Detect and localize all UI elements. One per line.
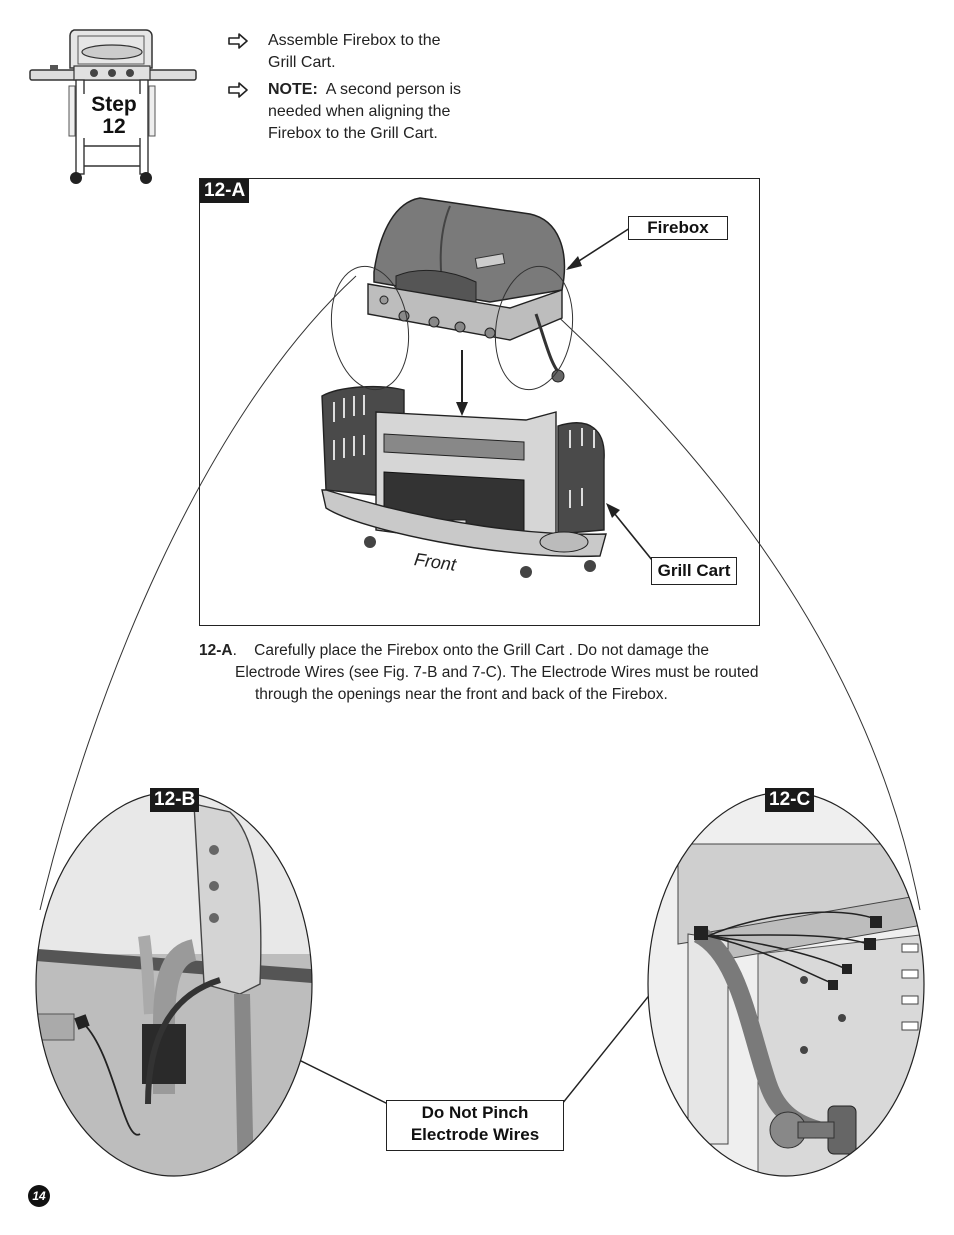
hollow-right-arrow-icon [228,82,248,98]
note-label: NOTE: [268,81,318,98]
page-number: 14 [28,1185,50,1207]
grill-cart-callout: Grill Cart [651,557,737,585]
zoom-circles [330,265,574,391]
grill-thumbnail-icon [29,29,197,184]
firebox-and-cart-illustration [321,197,607,578]
figure-12a-caption: 12-A. Carefully place the Firebox onto t… [199,642,759,703]
figure-12b-detail [35,791,313,1177]
hollow-right-arrow-icon [228,33,248,49]
do-not-pinch-warning: Do Not Pinch Electrode Wires [386,1100,564,1151]
figure-12a-panel [199,178,760,626]
figure-12c-detail [647,791,925,1177]
step-label: Step 12 [82,94,146,138]
firebox-callout: Firebox [628,216,728,240]
figure-12c-tag: 12-C [765,788,815,812]
caption-label: 12-A [199,642,233,659]
figure-12a-tag: 12-A [200,179,250,203]
figure-12b-tag: 12-B [150,788,200,812]
